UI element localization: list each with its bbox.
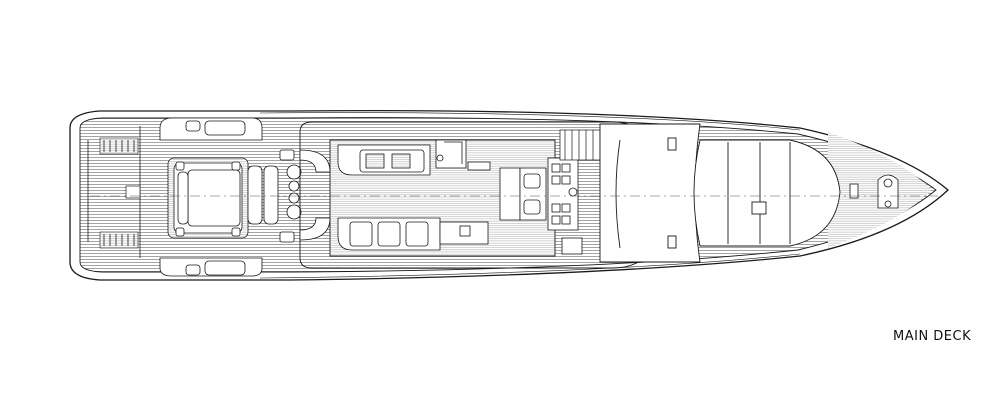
rub-rails <box>259 112 801 279</box>
side-sunpads <box>159 117 263 277</box>
foredeck-sunpad <box>693 139 841 247</box>
forward-cabin <box>599 123 701 263</box>
aft-cockpit-seating <box>167 157 302 239</box>
staircase <box>559 129 601 161</box>
deck-title: MAIN DECK <box>893 329 972 344</box>
aft-steps <box>99 137 141 249</box>
galley-area <box>435 139 491 245</box>
salon-sofas <box>337 144 441 251</box>
entrance-benches <box>279 149 331 243</box>
anchor-windlass <box>849 174 899 209</box>
